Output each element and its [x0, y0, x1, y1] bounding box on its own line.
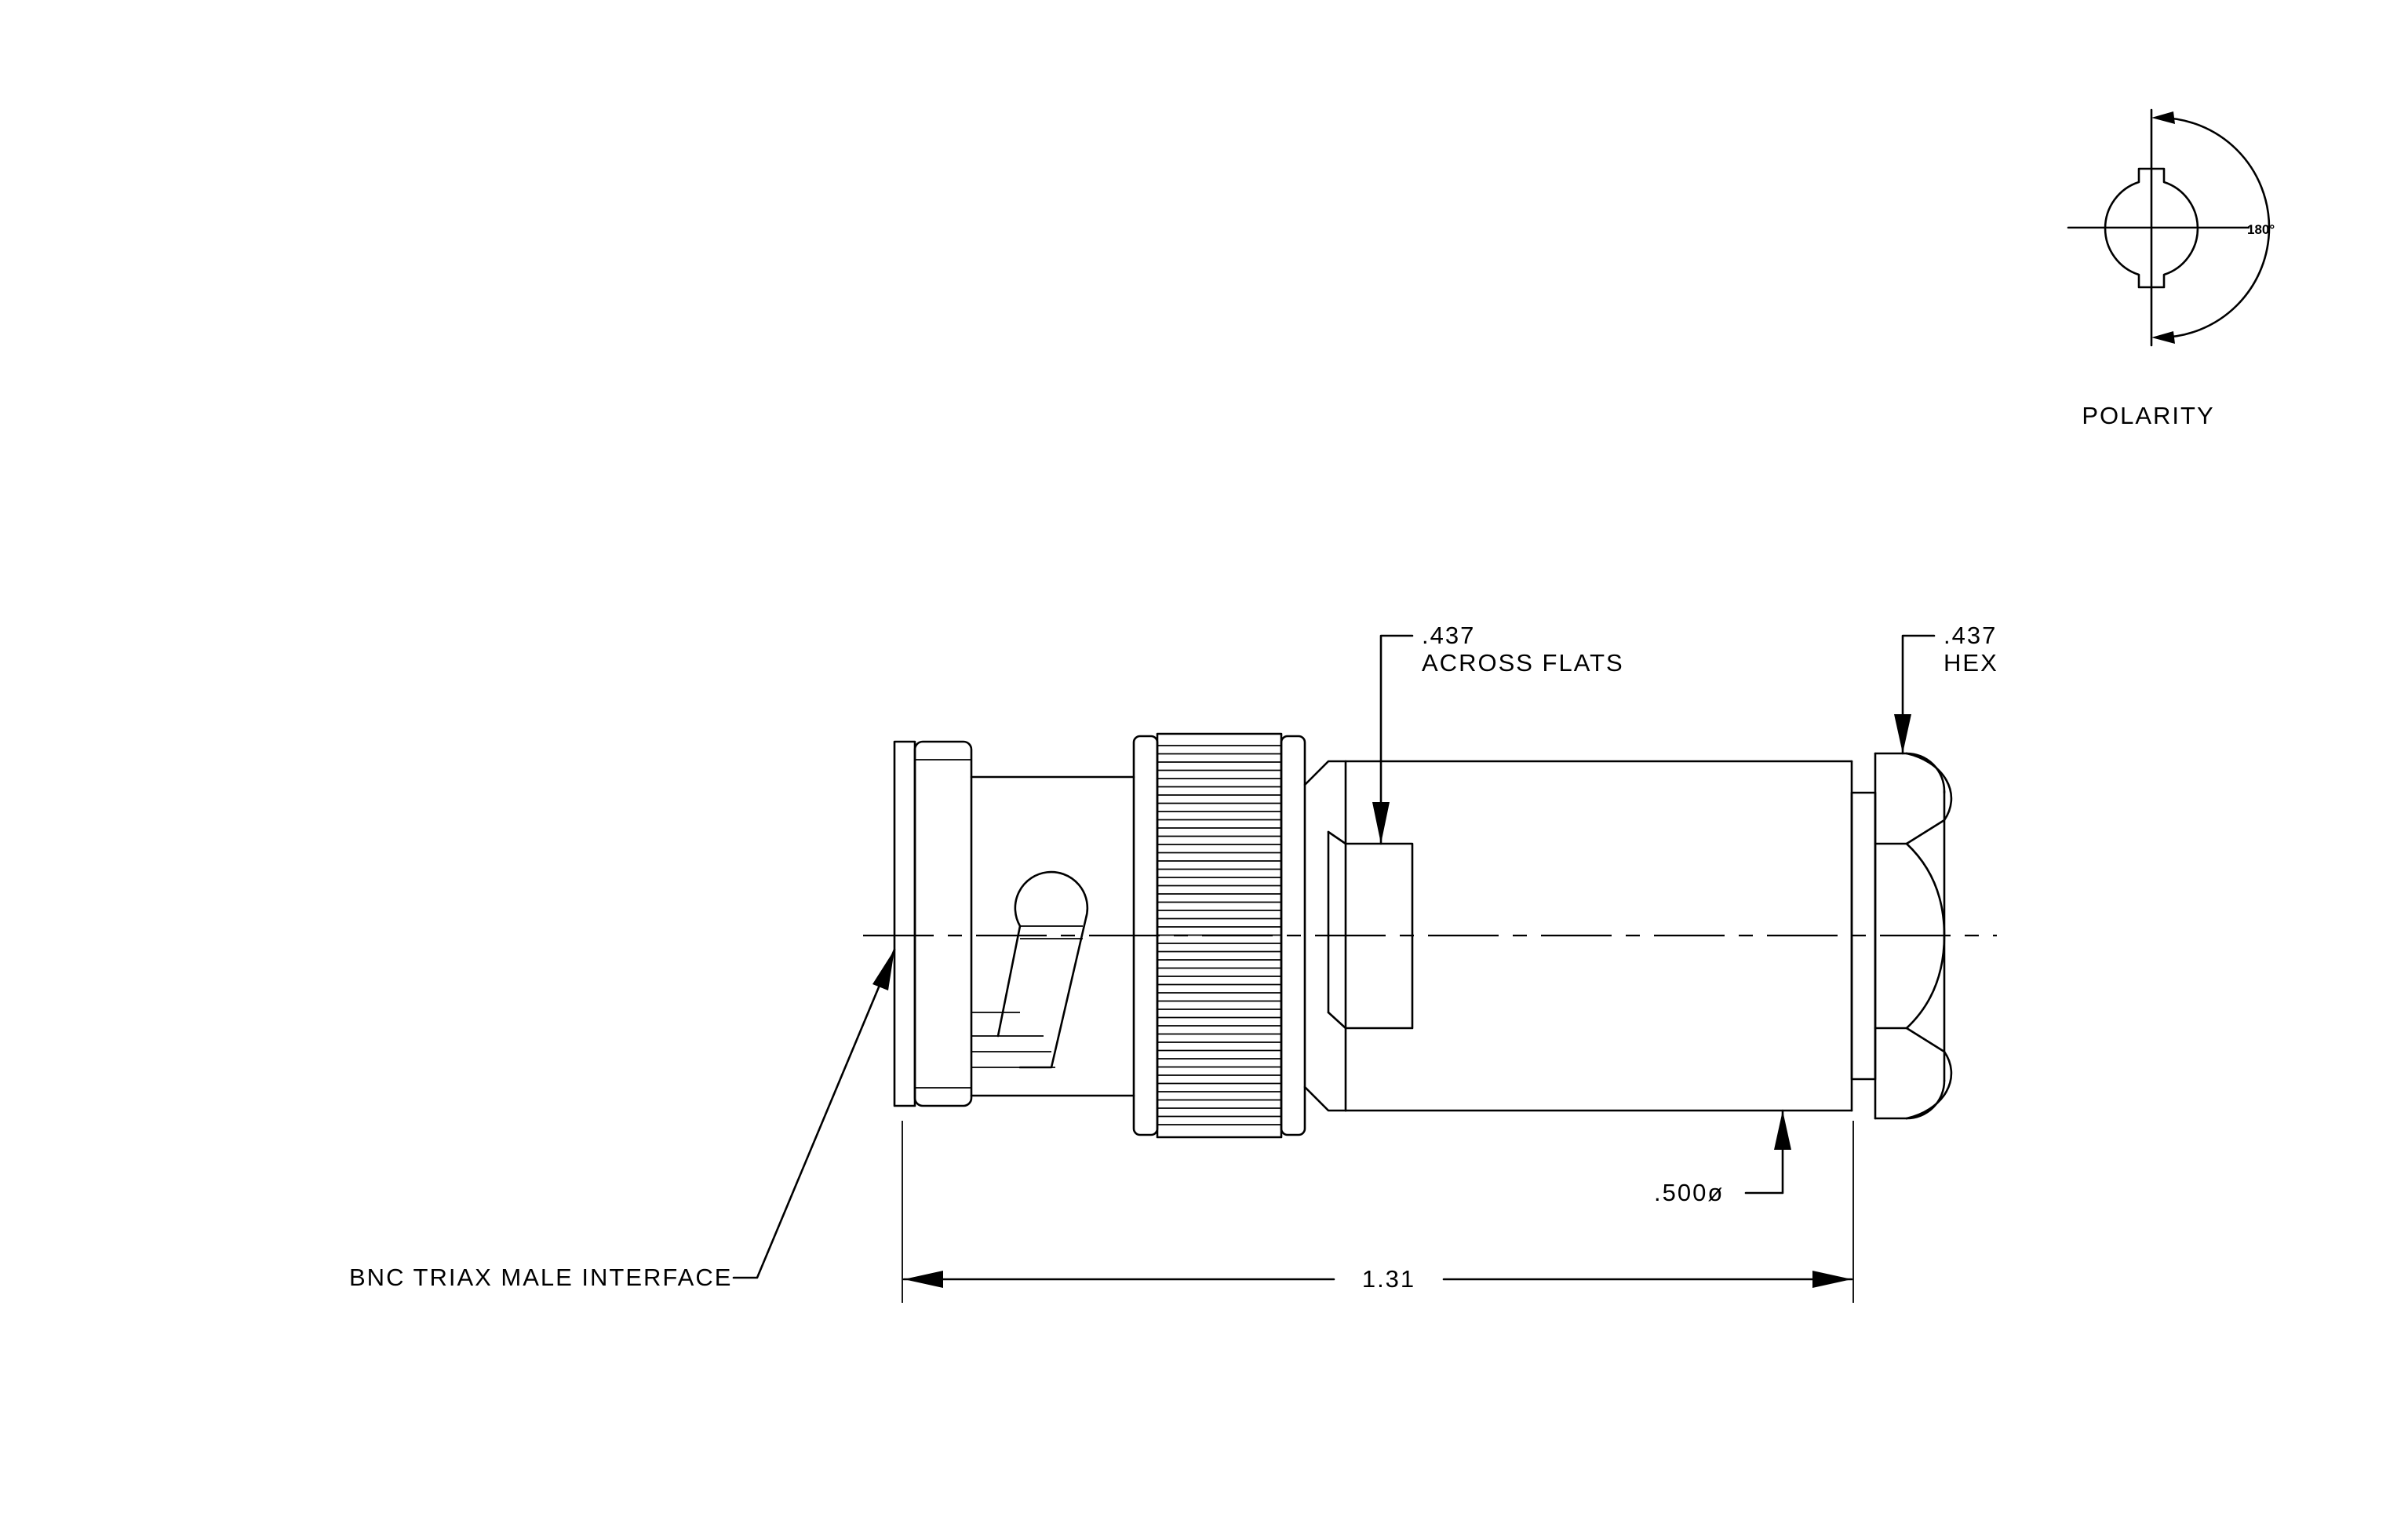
across-flats-callout: .437 ACROSS FLATS: [1372, 622, 1624, 845]
diameter-value: .500ø: [1654, 1179, 1724, 1206]
interface-label: BNC TRIAX MALE INTERFACE: [349, 1264, 732, 1291]
hex-value: .437: [1944, 622, 1997, 649]
interface-callout: BNC TRIAX MALE INTERFACE: [349, 948, 896, 1291]
polarity-title: POLARITY: [2082, 402, 2214, 429]
across-flats-text: ACROSS FLATS: [1422, 649, 1624, 677]
polarity-detail: 180° POLARITY: [2067, 108, 2275, 429]
overall-length-dimension: 1.31: [902, 1121, 1854, 1303]
front-flange: [893, 740, 973, 1107]
diameter-callout: .500ø: [1654, 1109, 1791, 1206]
overall-length-value: 1.31: [1362, 1265, 1415, 1293]
bayonet-sleeve: [970, 775, 1135, 1097]
polarity-angle-label: 180°: [2247, 222, 2275, 237]
polarity-angle-arc: [2158, 116, 2271, 339]
hex-text: HEX: [1944, 649, 1998, 677]
bayonet-slot: [1014, 870, 1089, 1069]
hex-callout: .437 HEX: [1894, 622, 1998, 755]
polarity-keyway-outline: [2104, 167, 2199, 289]
across-flats-value: .437: [1422, 622, 1475, 649]
bnc-connector: [863, 732, 1997, 1139]
